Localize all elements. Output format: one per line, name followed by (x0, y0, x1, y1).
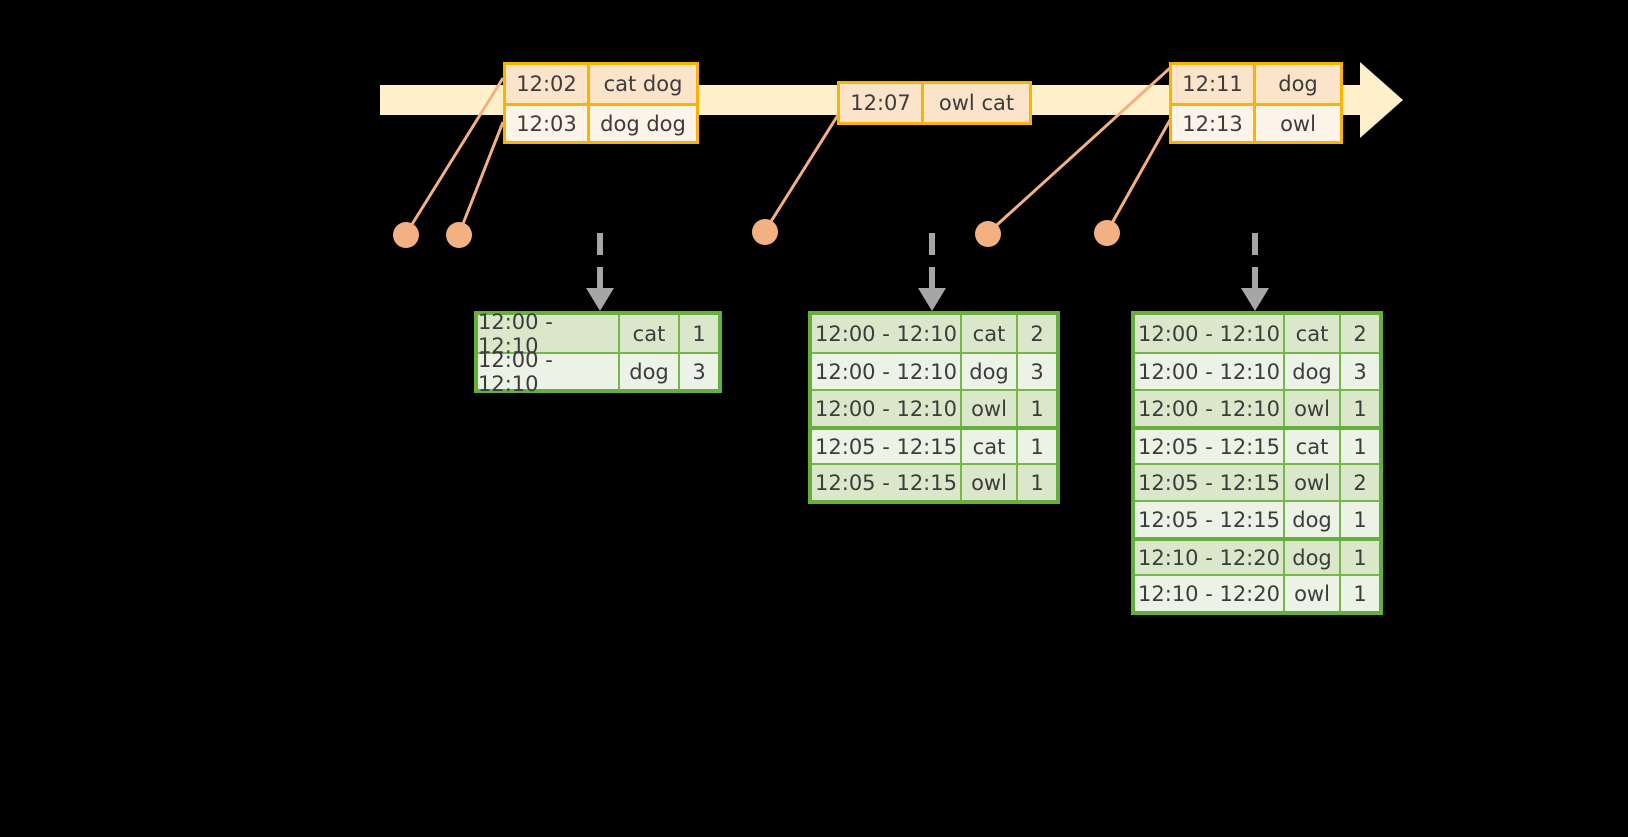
cell-count: 3 (1341, 354, 1379, 389)
cell-window: 12:00 - 12:10 (812, 315, 962, 352)
cell-window: 12:05 - 12:15 (812, 465, 962, 500)
cell-key: owl (1285, 391, 1341, 426)
cell-window: 12:05 - 12:15 (812, 430, 962, 463)
cell-window: 12:00 - 12:10 (1135, 354, 1285, 389)
event-dot (752, 219, 778, 245)
cell-window: 12:05 - 12:15 (1135, 430, 1285, 463)
cell-key: cat (962, 430, 1018, 463)
cell-count: 1 (1341, 502, 1379, 537)
cell-key: cat (1285, 430, 1341, 463)
event-payload: owl cat (924, 84, 1029, 122)
cell-window: 12:05 - 12:15 (1135, 502, 1285, 537)
cell-window: 12:00 - 12:10 (478, 348, 620, 396)
event-row[interactable]: 12:03 dog dog (506, 103, 696, 141)
event-payload: owl (1256, 106, 1340, 141)
cell-key: dog (1285, 541, 1341, 574)
emit-arrows (597, 233, 1258, 288)
cell-key: owl (1285, 465, 1341, 500)
event-time: 12:07 (840, 84, 924, 122)
cell-window: 12:05 - 12:15 (1135, 465, 1285, 500)
event-time: 12:11 (1172, 65, 1256, 103)
event-row[interactable]: 12:13 owl (1172, 103, 1340, 141)
cell-key: dog (962, 354, 1018, 389)
cell-key: owl (1285, 576, 1341, 611)
cell-count: 1 (1341, 391, 1379, 426)
cell-key: dog (620, 354, 680, 389)
cell-key: dog (1285, 502, 1341, 537)
event-payload: dog (1256, 65, 1340, 103)
cell-window: 12:10 - 12:20 (1135, 576, 1285, 611)
event-group-2[interactable]: 12:07 owl cat (837, 81, 1032, 125)
cell-count: 1 (1018, 391, 1056, 426)
cell-count: 1 (680, 315, 718, 352)
event-payload: cat dog (590, 65, 696, 103)
cell-window: 12:00 - 12:10 (478, 310, 620, 358)
cell-count: 3 (680, 354, 718, 389)
event-payload: dog dog (590, 106, 696, 141)
event-dot (975, 221, 1001, 247)
event-dots (393, 219, 1120, 248)
event-group-3[interactable]: 12:11 dog 12:13 owl (1169, 62, 1343, 144)
cell-count: 1 (1018, 465, 1056, 500)
cell-count: 3 (1018, 354, 1056, 389)
event-group-1[interactable]: 12:02 cat dog 12:03 dog dog (503, 62, 699, 144)
cell-window: 12:00 - 12:10 (1135, 391, 1285, 426)
cell-key: cat (962, 315, 1018, 352)
event-dot (393, 222, 419, 248)
cell-count: 1 (1018, 430, 1056, 463)
cell-count: 1 (1341, 541, 1379, 574)
event-row[interactable]: 12:07 owl cat (840, 84, 1029, 122)
cell-key: dog (1285, 354, 1341, 389)
cell-window: 12:00 - 12:10 (812, 391, 962, 426)
cell-key: cat (1285, 315, 1341, 352)
event-time: 12:03 (506, 106, 590, 141)
event-time: 12:13 (1172, 106, 1256, 141)
cell-window: 12:10 - 12:20 (1135, 541, 1285, 574)
cell-count: 2 (1341, 465, 1379, 500)
cell-count: 1 (1341, 430, 1379, 463)
event-row[interactable]: 12:11 dog (1172, 65, 1340, 103)
emit-arrowheads (586, 288, 1269, 311)
event-dot (1094, 220, 1120, 246)
event-time: 12:02 (506, 65, 590, 103)
cell-count: 1 (1341, 576, 1379, 611)
cell-window: 12:00 - 12:10 (1135, 315, 1285, 352)
cell-key: owl (962, 391, 1018, 426)
event-dot (446, 222, 472, 248)
cell-window: 12:00 - 12:10 (812, 354, 962, 389)
cell-count: 2 (1341, 315, 1379, 352)
event-row[interactable]: 12:02 cat dog (506, 65, 696, 103)
cell-key: cat (620, 315, 680, 352)
cell-key: owl (962, 465, 1018, 500)
cell-count: 2 (1018, 315, 1056, 352)
